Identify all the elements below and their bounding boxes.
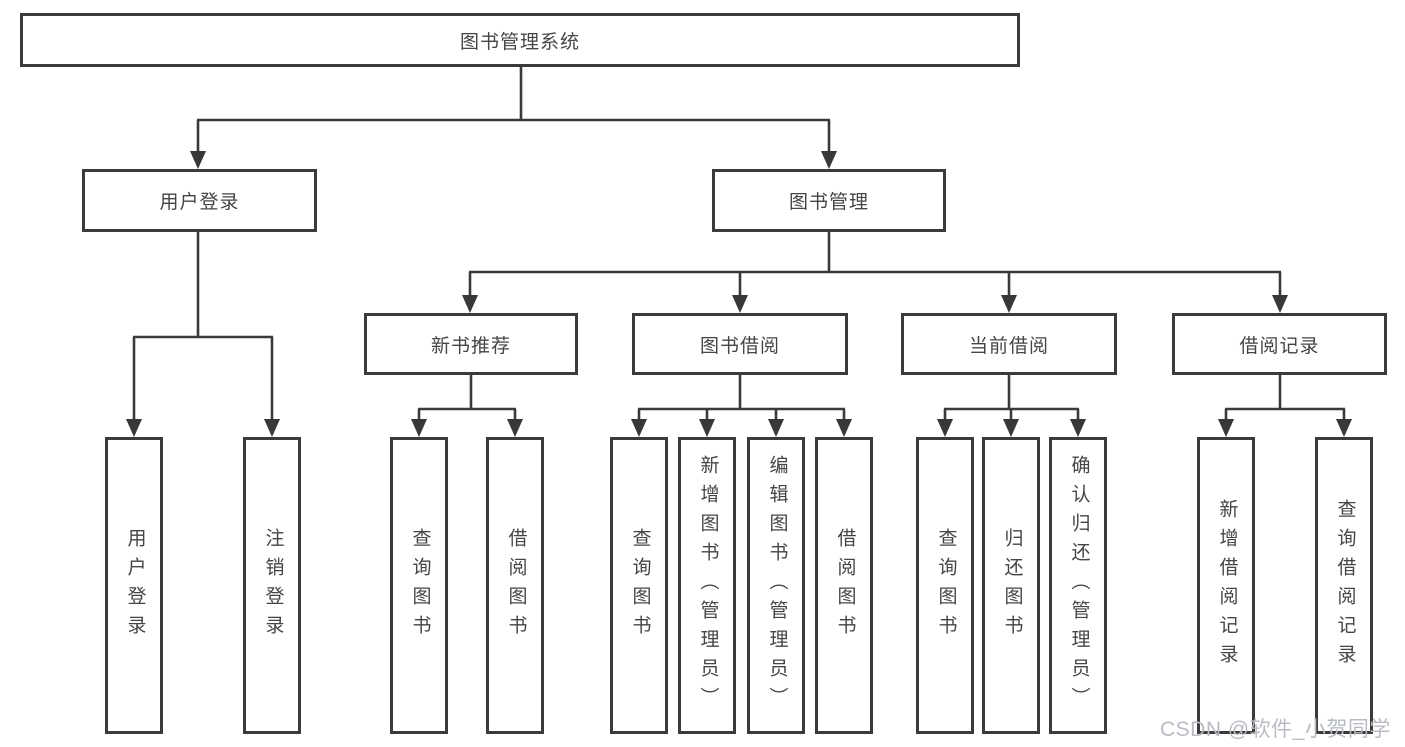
connector-user-login-children: [126, 232, 280, 437]
node-label: 确认归还（管理员）: [1068, 455, 1090, 716]
node-leaf-logout: 注销登录: [243, 437, 301, 734]
connector-new-book-children: [411, 375, 523, 437]
node-label: 当前借阅: [968, 335, 1049, 357]
node-label: 用户登录: [124, 527, 146, 644]
connector-book-mgmt-children: [462, 232, 1288, 313]
node-label: 图书管理系统: [459, 31, 580, 53]
node-label: 新增借阅记录: [1216, 498, 1238, 673]
node-new-book-rec: 新书推荐: [364, 313, 578, 375]
node-current-borrow: 当前借阅: [901, 313, 1117, 375]
node-label: 注销登录: [262, 527, 284, 644]
node-label: 图书管理: [788, 192, 869, 213]
node-label: 借阅图书: [505, 527, 527, 644]
node-label: 借阅记录: [1239, 335, 1320, 357]
node-leaf-borrow-books-rec: 借阅图书: [486, 437, 544, 734]
node-leaf-return-books: 归还图书: [982, 437, 1040, 734]
node-leaf-add-borrow-record: 新增借阅记录: [1197, 437, 1255, 734]
connector-borrow-records-children: [1218, 375, 1352, 437]
node-label: 查询借阅记录: [1334, 498, 1356, 673]
node-leaf-query-books-borrow: 查询图书: [610, 437, 668, 734]
node-label: 查询图书: [935, 527, 957, 644]
node-book-borrow: 图书借阅: [632, 313, 848, 375]
node-label: 归还图书: [1001, 527, 1023, 644]
connector-book-borrow-children: [631, 375, 852, 437]
node-label: 用户登录: [159, 192, 240, 213]
node-leaf-confirm-return-admin: 确认归还（管理员）: [1049, 437, 1107, 734]
node-leaf-query-books-current: 查询图书: [916, 437, 974, 734]
node-book-mgmt: 图书管理: [712, 169, 946, 232]
node-leaf-edit-books-admin: 编辑图书（管理员）: [747, 437, 805, 734]
node-leaf-borrow-books: 借阅图书: [815, 437, 873, 734]
node-root: 图书管理系统: [20, 13, 1020, 67]
node-leaf-add-books-admin: 新增图书（管理员）: [678, 437, 736, 734]
connector-current-borrow-children: [937, 375, 1086, 437]
node-user-login: 用户登录: [82, 169, 317, 232]
node-borrow-records: 借阅记录: [1172, 313, 1387, 375]
node-leaf-user-login: 用户登录: [105, 437, 163, 734]
node-leaf-query-books-rec: 查询图书: [390, 437, 448, 734]
node-label: 新增图书（管理员）: [697, 455, 719, 716]
node-leaf-query-borrow-record: 查询借阅记录: [1315, 437, 1373, 734]
node-label: 查询图书: [409, 527, 431, 644]
node-label: 借阅图书: [834, 527, 856, 644]
node-label: 新书推荐: [430, 335, 511, 357]
node-label: 图书借阅: [699, 335, 780, 357]
node-label: 查询图书: [629, 527, 651, 644]
csdn-watermark: CSDN @软件_小贺同学: [1160, 718, 1391, 741]
connector-root-to-level2: [190, 67, 837, 169]
node-label: 编辑图书（管理员）: [766, 455, 788, 716]
